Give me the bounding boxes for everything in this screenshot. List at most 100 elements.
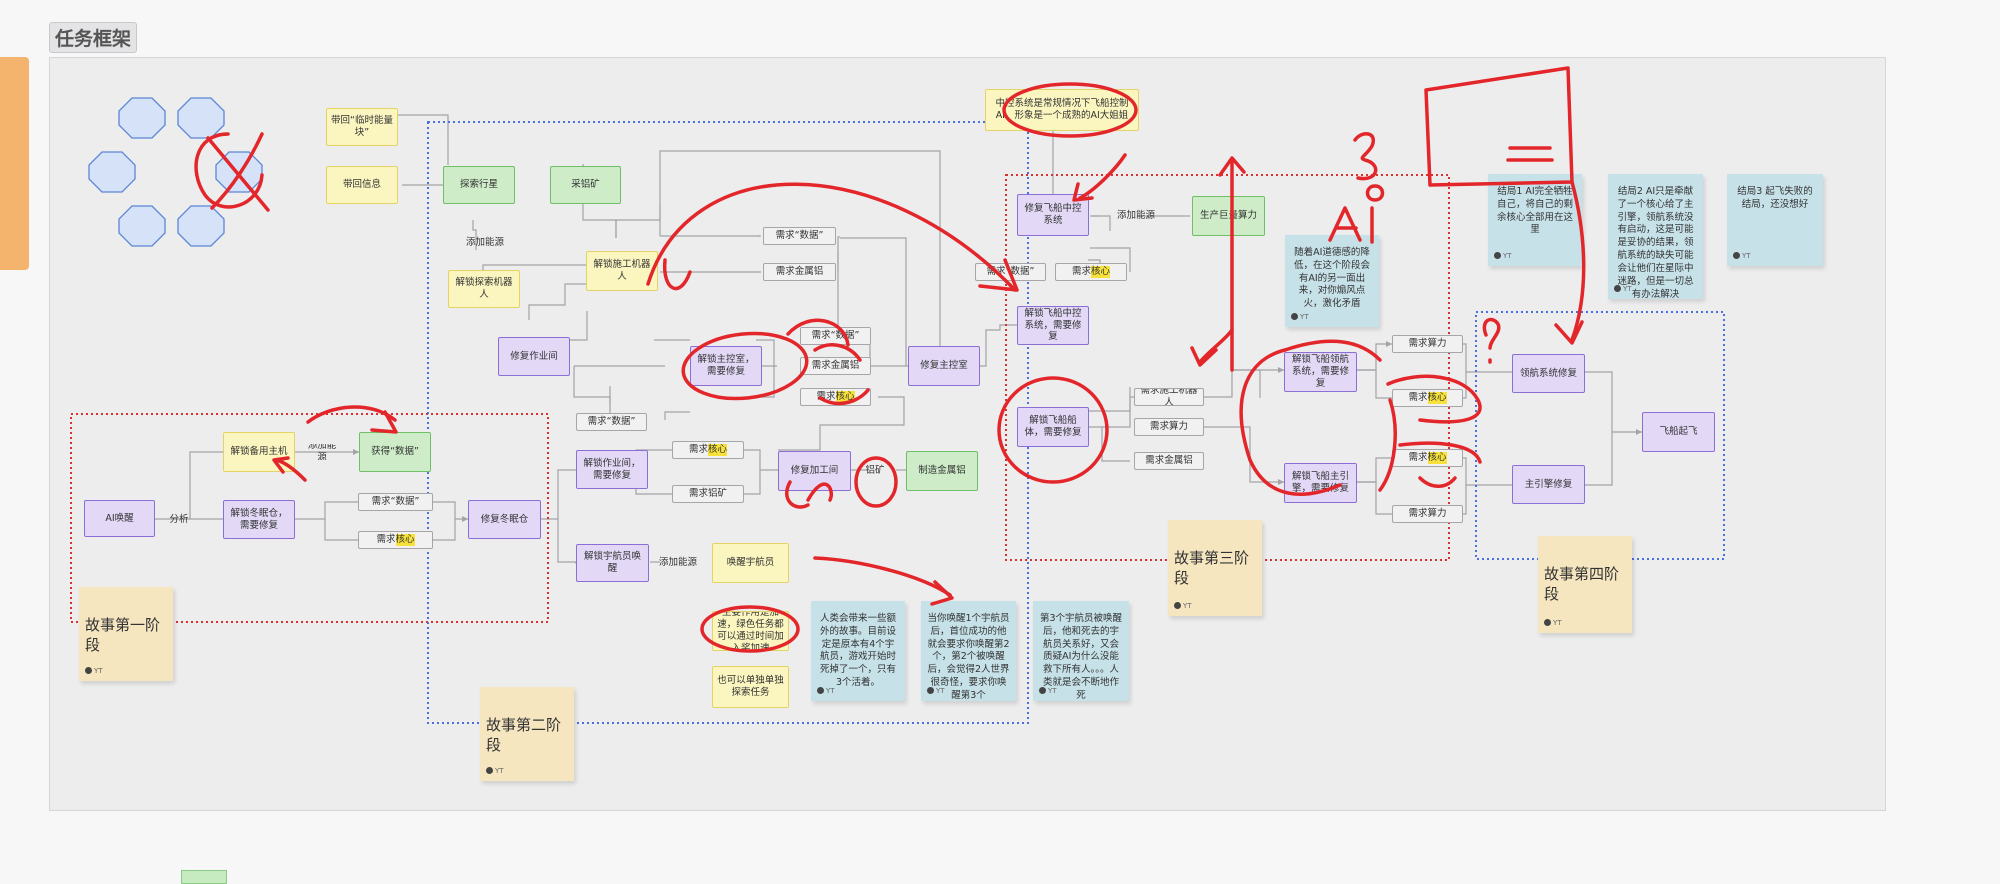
node-repair-processing[interactable]: 修复加工间 (778, 451, 851, 491)
sticky-author: YT (1544, 619, 1562, 628)
sticky-text: 第3个宇航员被唤醒后，他和死去的宇航员关系好，又会质疑AI为什么没能救下所有人。… (1039, 613, 1123, 701)
node-return-info[interactable]: 带回信息 (326, 166, 398, 204)
node-unlock-workshop[interactable]: 解锁作业间，需要修复 (576, 450, 648, 489)
node-repair-ship-ctrl[interactable]: 修复飞船中控系统 (1017, 194, 1089, 236)
node-wake-astronaut[interactable]: 唤醒宇航员 (712, 543, 789, 583)
node-need-data[interactable]: 需求“数据” (358, 493, 433, 511)
node-unlock-hull[interactable]: 解锁飞船船体，需要修复 (1017, 407, 1089, 447)
sticky-ending-3[interactable]: 结局3 起飞失败的结局，还没想好 YT (1727, 174, 1823, 266)
node-text: 需求金属铝 (775, 266, 824, 278)
node-make-metal[interactable]: 制造金属铝 (906, 451, 978, 491)
frame-title[interactable]: 任务框架 (49, 22, 138, 53)
label-add-energy-2: 添加能源 (463, 236, 507, 250)
node-need-power-3[interactable]: 需求算力 (1392, 505, 1463, 523)
node-explore-note[interactable]: 也可以单独单独探索任务 (712, 666, 789, 708)
node-text: 需求 (688, 444, 708, 456)
node-text: 解锁冬眠仓，需要修复 (230, 507, 288, 531)
node-ai-wake[interactable]: AI唤醒 (84, 500, 155, 537)
node-text: 修复主控室 (920, 360, 968, 372)
node-unlock-cryo[interactable]: 解锁冬眠仓，需要修复 (223, 500, 295, 539)
node-need-core-4[interactable]: 需求核心 (1055, 263, 1127, 281)
node-text: 需求铝矿 (688, 488, 727, 500)
node-text: 修复冬眠仓 (480, 513, 529, 525)
node-ship-takeoff[interactable]: 飞船起飞 (1642, 412, 1715, 452)
sticky-author: YT (1174, 602, 1192, 611)
node-repair-workshop[interactable]: 修复作业间 (498, 337, 570, 376)
node-unlock-ship-ctrl[interactable]: 解锁飞船中控系统，需要修复 (1017, 306, 1089, 345)
node-text: 解锁作业间，需要修复 (583, 457, 641, 481)
side-tab[interactable] (0, 57, 29, 270)
node-need-data-3[interactable]: 需求“数据” (576, 413, 647, 431)
node-text: 探索行星 (459, 179, 498, 191)
node-repair-cryo[interactable]: 修复冬眠仓 (468, 500, 541, 539)
sticky-wake-order[interactable]: 当你唤醒1个宇航员后，首位成功的他就会要求你唤醒第2个，第2个被唤醒后，会觉得2… (921, 601, 1016, 701)
node-need-power-1[interactable]: 需求算力 (1134, 418, 1204, 436)
node-production-power[interactable]: 生产巨量算力 (1192, 196, 1265, 236)
node-need-power-2[interactable]: 需求算力 (1392, 335, 1463, 353)
label-text: 添加能源 (1117, 210, 1156, 222)
node-text: 需求“数据” (587, 416, 636, 428)
node-unlock-nav[interactable]: 解锁飞船领航系统，需要修复 (1284, 352, 1357, 392)
node-unlock-engine[interactable]: 解锁飞船主引擎，需要修复 (1284, 463, 1357, 503)
node-text: 领航系统修复 (1519, 367, 1577, 379)
node-text: 解锁飞船中控系统，需要修复 (1024, 307, 1082, 343)
label-text: 分析 (169, 514, 189, 526)
node-mine[interactable]: 采铝矿 (550, 166, 621, 204)
node-get-data[interactable]: 获得“数据” (359, 432, 431, 472)
node-repair-main-ctrl[interactable]: 修复主控室 (908, 346, 980, 386)
node-need-core-5[interactable]: 需求核心 (1392, 389, 1463, 407)
label-text: 添加能源 (466, 237, 505, 249)
sticky-stage-4[interactable]: 故事第四阶段 YT (1538, 536, 1632, 633)
node-need-construction-robot[interactable]: 需求施工机器人 (1134, 388, 1204, 406)
node-text: AI唤醒 (105, 512, 134, 524)
node-need-core-2[interactable]: 需求核心 (800, 388, 871, 406)
offscreen-node[interactable] (181, 870, 227, 884)
node-need-core-6[interactable]: 需求核心 (1392, 449, 1463, 467)
sticky-text: 结局1 AI完全牺牲自己，将自己的剩余核心全部用在这里 (1496, 186, 1573, 236)
node-need-data-4[interactable]: 需求“数据” (800, 327, 871, 345)
node-unlock-construction-robot[interactable]: 解锁施工机器人 (586, 251, 658, 291)
node-unlock-astronaut[interactable]: 解锁宇航员唤醒 (576, 544, 649, 582)
node-central-system[interactable]: 中控系统是常规情况下飞船控制AI，形象是一个成熟的AI大姐姐 (985, 89, 1139, 131)
sticky-third-astronaut[interactable]: 第3个宇航员被唤醒后，他和死去的宇航员关系好，又会质疑AI为什么没能救下所有人。… (1033, 601, 1129, 701)
sticky-author: YT (1614, 285, 1632, 294)
sticky-text: 人类会带来一些额外的故事。目前设定是原本有4个宇航员，游戏开始时死掉了一个，只有… (819, 613, 896, 689)
node-need-core-3[interactable]: 需求核心 (672, 441, 744, 459)
node-main-task-note[interactable]: 主要作用是加速，绿色任务都可以通过时间加入奖加速 (712, 611, 789, 651)
sticky-author: YT (1733, 252, 1751, 261)
highlight-text: 核心 (708, 444, 728, 456)
node-need-core[interactable]: 需求核心 (358, 531, 433, 549)
sticky-author: YT (817, 687, 835, 696)
node-text: 需求施工机器人 (1140, 388, 1198, 406)
sticky-humans[interactable]: 人类会带来一些额外的故事。目前设定是原本有4个宇航员，游戏开始时死掉了一个，只有… (811, 601, 905, 701)
node-need-ore[interactable]: 需求铝矿 (672, 485, 744, 503)
sticky-text: 故事第四阶段 (1544, 565, 1620, 604)
node-unlock-main-ctrl[interactable]: 解锁主控室，需要修复 (690, 346, 762, 386)
node-engine-repair[interactable]: 主引擎修复 (1512, 465, 1585, 504)
node-need-data-6[interactable]: 需求“数据” (975, 263, 1046, 281)
node-unlock-explorer-robot[interactable]: 解锁探索机器人 (448, 270, 520, 308)
sticky-author: YT (1039, 687, 1057, 696)
node-text: 修复飞船中控系统 (1024, 203, 1082, 226)
node-need-metal-3[interactable]: 需求金属铝 (1134, 452, 1204, 470)
node-need-metal[interactable]: 需求金属铝 (763, 263, 836, 281)
node-explore-planet[interactable]: 探索行星 (443, 166, 515, 204)
node-text: 解锁主控室，需要修复 (697, 354, 755, 377)
node-text: 需求 (376, 534, 396, 546)
label-text: 添加能源 (659, 557, 698, 569)
node-return-temp-energy[interactable]: 带回“临时能量块” (326, 108, 398, 146)
node-text: 需求算力 (1408, 508, 1447, 520)
highlight-text: 核心 (1427, 392, 1447, 404)
node-need-data-2[interactable]: 需求“数据” (763, 227, 836, 245)
node-need-metal-2[interactable]: 需求金属铝 (800, 357, 871, 375)
node-unlock-backup-host[interactable]: 解锁备用主机 (223, 432, 295, 472)
node-nav-repair[interactable]: 领航系统修复 (1512, 354, 1585, 393)
sticky-ending-2[interactable]: 结局2 AI只是牵献了一个核心给了主引擎，领航系统没有启动，这是可能是妥协的结果… (1608, 174, 1703, 299)
node-text: 主引擎修复 (1524, 478, 1573, 490)
sticky-text: 结局3 起飞失败的结局，还没想好 (1737, 186, 1813, 210)
